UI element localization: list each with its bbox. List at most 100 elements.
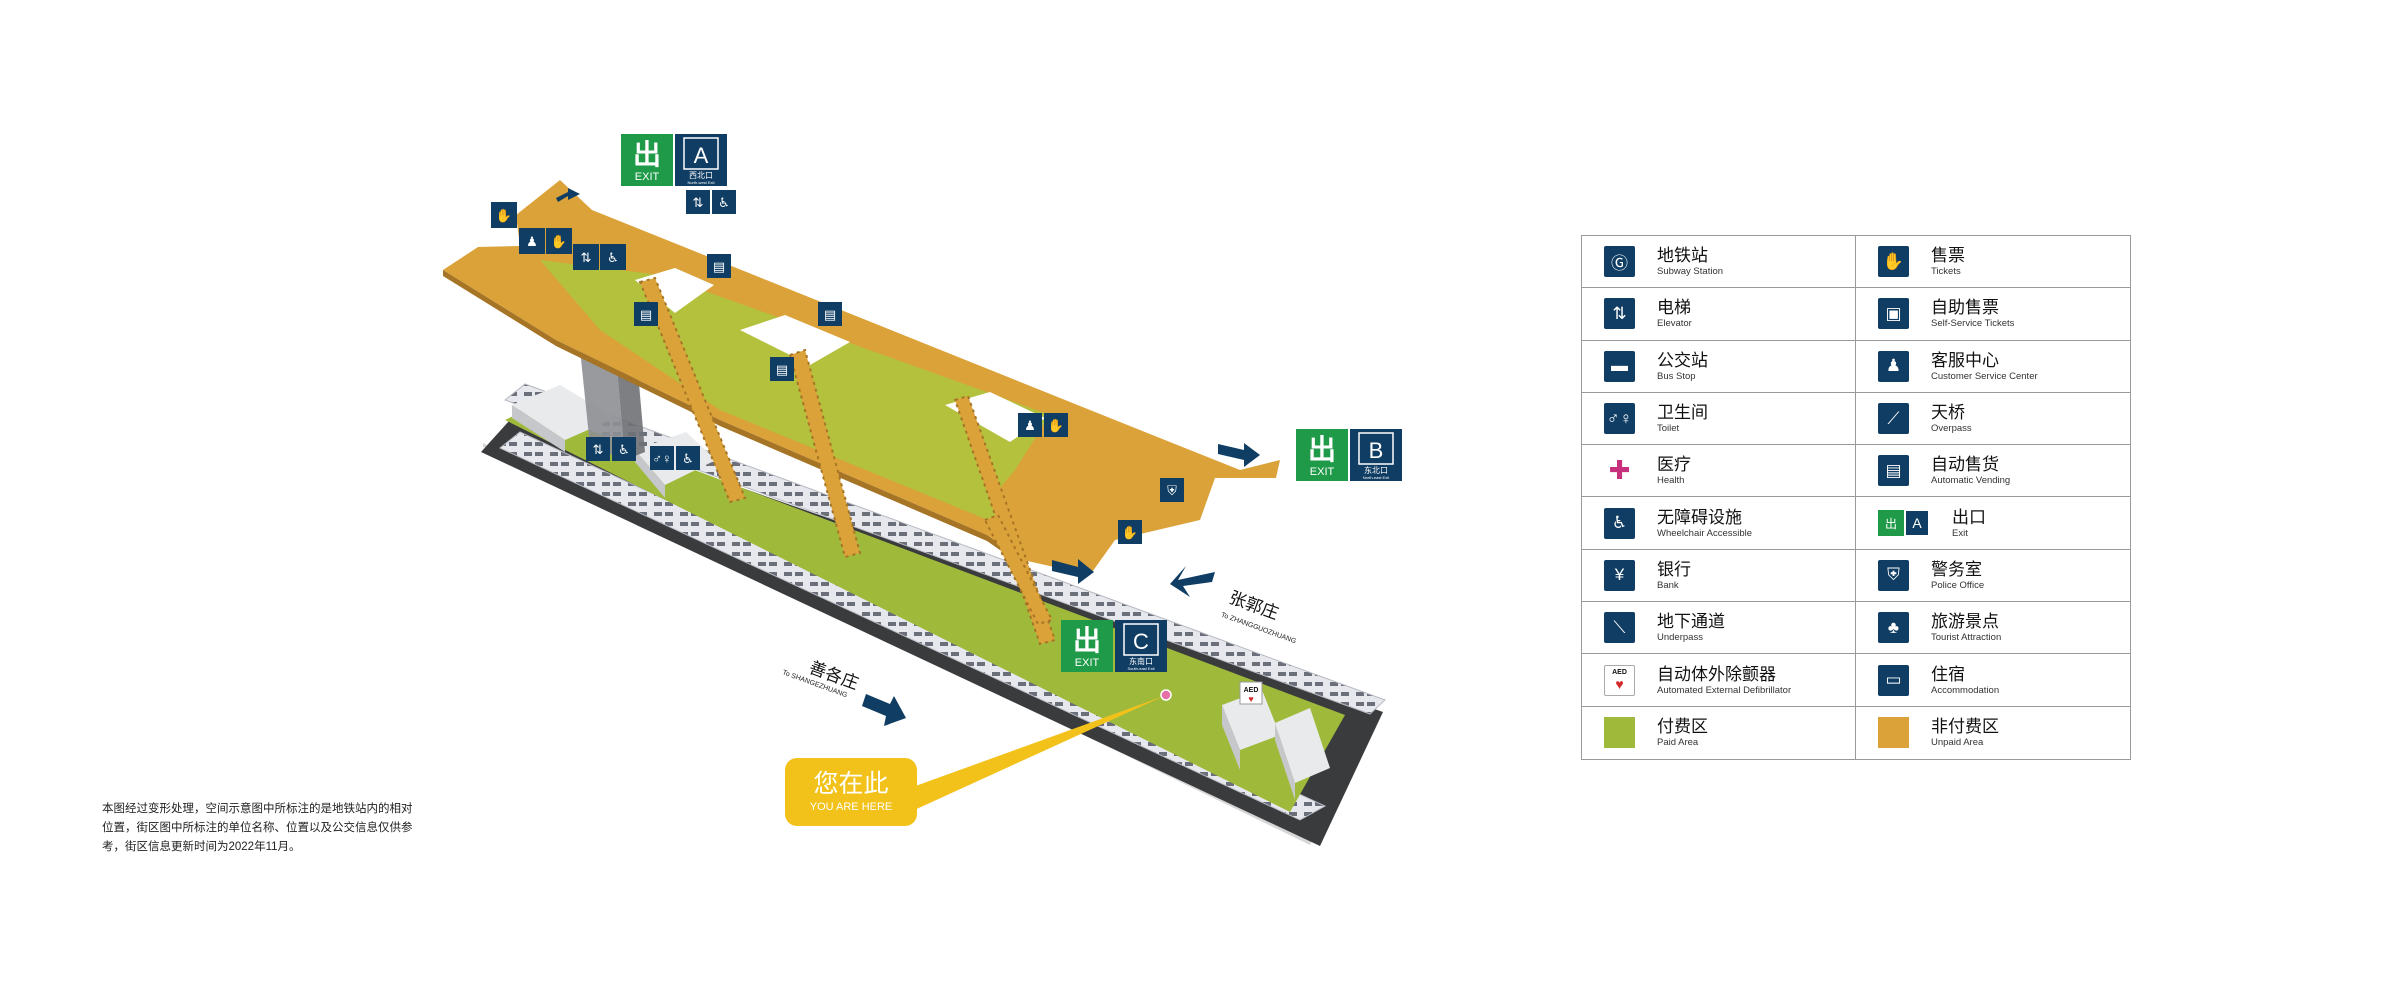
exit-c-label-zh: 东南口 [1129,656,1153,666]
paid-area-swatch [1604,717,1635,749]
exit-b-glyph: 出 [1308,434,1336,465]
svg-text:⇅: ⇅ [693,195,704,210]
legend-label-en: Automatic Vending [1931,475,2011,487]
svg-text:✋: ✋ [551,234,567,249]
legend-label-en: Paid Area [1657,737,1699,749]
legend-label-zh: 付费区 [1657,717,1708,737]
you-are-here-zh: 您在此 [813,770,888,798]
legend-label-zh: 地下通道 [1657,612,1725,632]
svg-text:♿: ♿ [618,442,630,457]
legend-label-en: Tickets [1931,266,1961,278]
legend-label-zh: 非付费区 [1931,717,1999,737]
svg-text:♿: ♿ [682,451,694,466]
aed-marker-label: AED [1244,687,1259,694]
tickets-icon: ✋ [1878,246,1909,278]
legend-label-en: Bank [1657,579,1679,591]
legend-label-zh: 电梯 [1657,298,1691,318]
legend-label-zh: 自动体外除颤器 [1657,664,1776,684]
exit-a-word: EXIT [635,171,660,183]
svg-text:✋: ✋ [1048,418,1064,433]
legend-label-zh: 自动售货 [1931,455,1999,475]
legend-label-en: Police Office [1931,579,1985,591]
disclaimer-note: 本图经过变形处理，空间示意图中所标注的是地铁站内的相对位置，街区图中所标注的单位… [102,803,413,853]
legend-label-en: Bus Stop [1657,370,1696,382]
exit-b-sign: 出 EXIT B 东北口 North-east Exit [1296,429,1402,481]
platform-structure-3 [1222,690,1280,750]
exit-c-word: EXIT [1075,657,1100,669]
legend-label-zh: 无障碍设施 [1657,507,1742,527]
legend-label-en: Toilet [1657,423,1680,435]
direction-arrow-shangezhuang [862,694,906,726]
legend-label-en: Subway Station [1657,266,1724,278]
svg-text:♟: ♟ [1024,418,1036,433]
svg-text:✋: ✋ [496,208,512,223]
underpass-icon: ⟍ [1604,612,1635,644]
exit-c-label-en: South-east Exit [1127,666,1155,671]
exit-a-glyph: 出 [633,139,661,170]
legend-label-en: Underpass [1657,632,1703,644]
legend-label-en: Self-Service Tickets [1931,318,2015,330]
svg-text:▤: ▤ [640,307,652,322]
vending-icon: ▤ [1878,455,1909,487]
legend-label-en: Unpaid Area [1931,737,1984,749]
exit-b-label-en: North-east Exit [1363,475,1390,480]
direction-arrow-zhangguozhuang [1170,566,1215,597]
legend-label-zh: 公交站 [1657,350,1708,370]
legend-label-zh: 医疗 [1657,455,1691,475]
svg-text:✋: ✋ [1122,525,1138,540]
bus-stop-icon: ▬ [1604,350,1635,382]
legend-label-en: Health [1657,475,1685,487]
aed-marker: AED ♥ [1239,681,1263,705]
legend-label-en: Customer Service Center [1931,370,2038,382]
svg-text:▤: ▤ [713,259,725,274]
legend-label-zh: 出口 [1952,507,1986,527]
you-are-here-en: YOU ARE HERE [810,801,893,813]
legend-label-zh: 警务室 [1931,559,1982,579]
you-are-here-callout [785,758,917,826]
legend-label-en: Elevator [1657,318,1692,330]
legend-label-zh: 卫生间 [1657,403,1708,423]
concourse-opening-2 [740,315,850,365]
exit-b-letter: B [1369,438,1384,463]
overpass-icon: ⟋ [1878,403,1909,435]
arrow-to-exit-b [1218,443,1260,467]
legend-label-en: Automated External Defibrillator [1657,684,1792,696]
svg-text:⇅: ⇅ [581,250,592,265]
legend-label-zh: 银行 [1657,559,1691,579]
legend-label-zh: 天桥 [1931,403,1965,423]
svg-text:♿: ♿ [607,250,619,265]
stair-2 [788,348,862,559]
concourse-signs: ✋♟✋ ⇅♿▤ ▤▤▤ ♟✋⛨ ✋⇅♿ ♂♀♿⇅♿ [491,190,1184,544]
police-icon: ⛨ [1878,559,1909,591]
svg-text:♟: ♟ [526,234,538,249]
svg-text:▤: ▤ [776,362,788,377]
legend-label-zh: 地铁站 [1657,246,1708,266]
legend-label-en: Overpass [1931,423,1972,435]
exit-c-letter: C [1133,629,1149,654]
svg-text:▤: ▤ [824,307,836,322]
self-service-tickets-icon: ▣ [1878,298,1909,330]
legend-label-en: Accommodation [1931,684,2000,696]
toilet-icon: ♂♀ [1604,403,1635,435]
legend-label-zh: 旅游景点 [1931,612,1999,632]
legend-label-en: Exit [1952,527,1968,539]
svg-text:⇅: ⇅ [593,442,604,457]
legend-label-en: Tourist Attraction [1931,632,2002,644]
exit-b-word: EXIT [1310,466,1335,478]
svg-text:⛨: ⛨ [1167,483,1177,498]
arrow-to-exit-a [556,188,580,202]
legend-label-zh: 客服中心 [1931,350,1999,370]
